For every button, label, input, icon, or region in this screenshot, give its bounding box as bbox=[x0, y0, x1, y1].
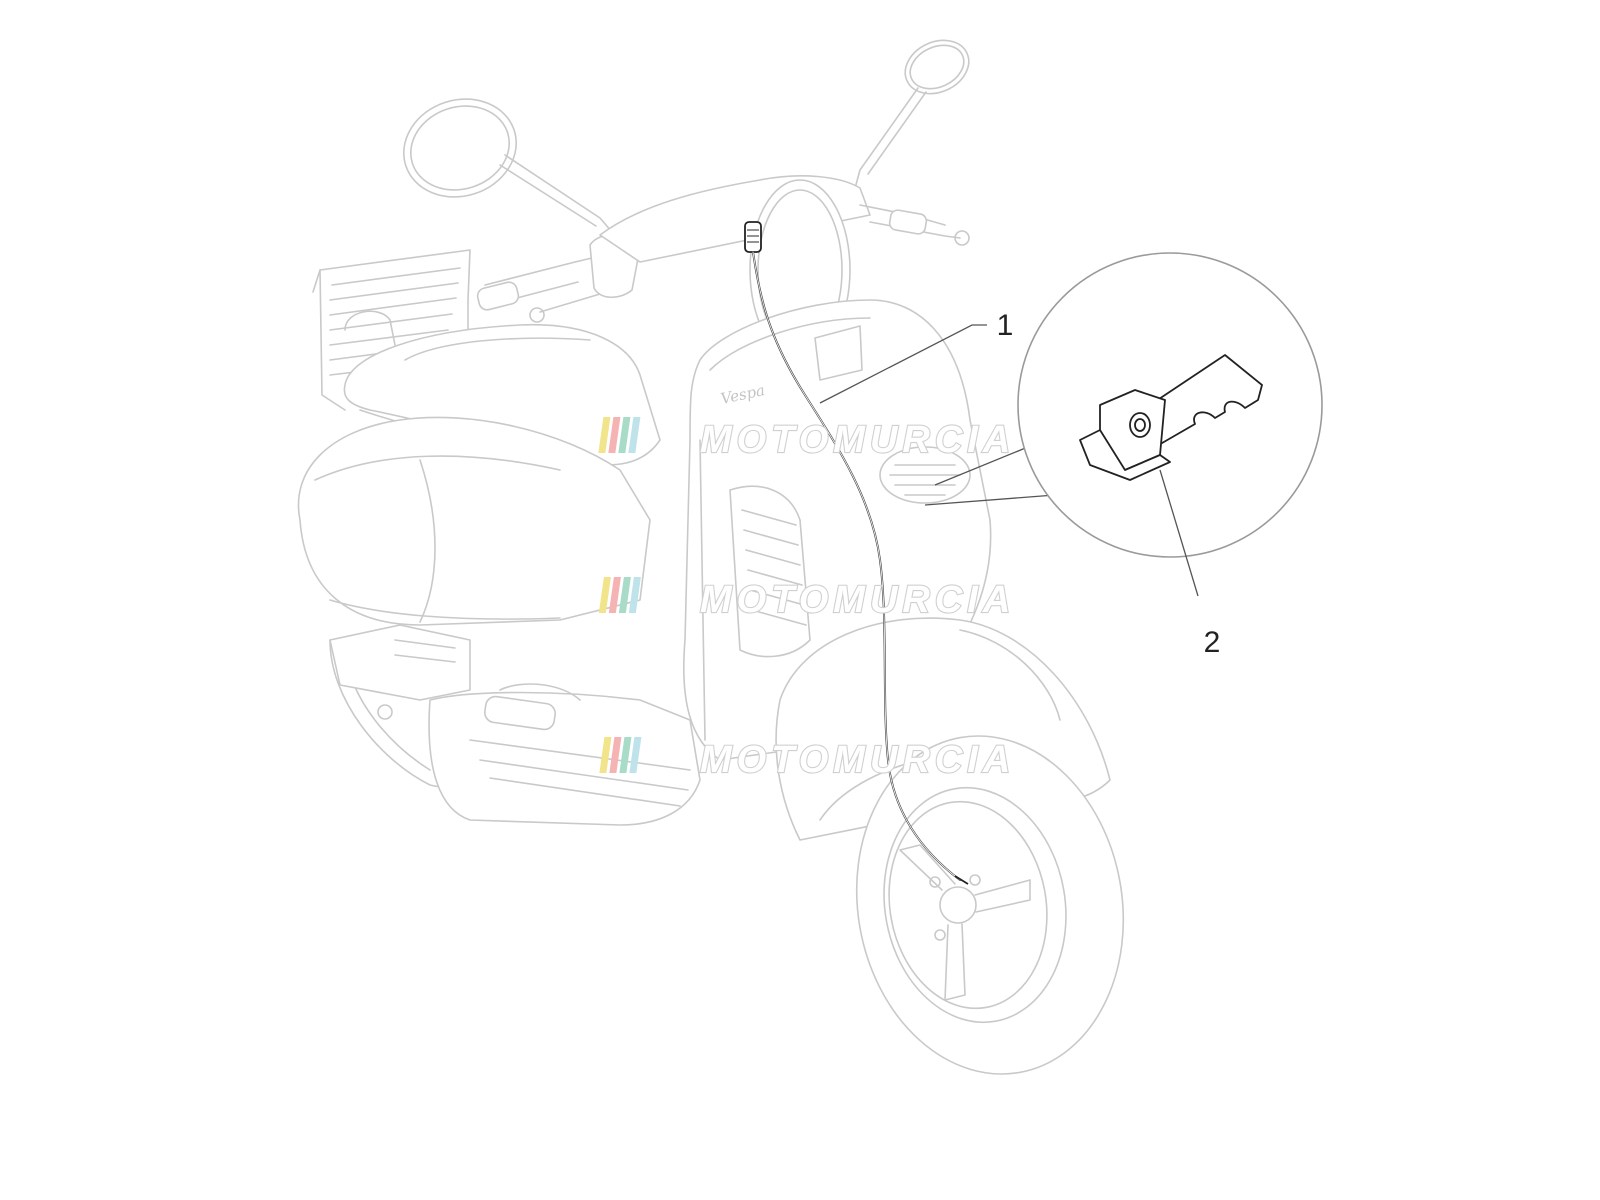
watermark-stripe bbox=[598, 577, 611, 613]
watermark-stripe bbox=[618, 577, 631, 613]
seat bbox=[343, 323, 661, 471]
watermark-stripes bbox=[598, 417, 641, 453]
part-1-cable[interactable] bbox=[744, 221, 969, 885]
watermark-stripes bbox=[599, 737, 642, 773]
watermark-stripe bbox=[599, 737, 612, 773]
watermark-1: MOTOMURCIA bbox=[598, 417, 1015, 462]
right-mirror bbox=[853, 39, 970, 193]
detail-magnifier bbox=[924, 252, 1323, 558]
watermark-text: MOTOMURCIA bbox=[700, 579, 1015, 621]
watermark-stripe bbox=[628, 417, 641, 453]
watermark-stripe bbox=[609, 737, 622, 773]
watermark-stripe bbox=[629, 737, 642, 773]
callout-1: 1 bbox=[819, 309, 1014, 404]
front-wheel bbox=[855, 735, 1125, 1075]
left-mirror bbox=[402, 98, 613, 233]
watermark-stripe bbox=[598, 417, 611, 453]
watermark-text: MOTOMURCIA bbox=[700, 739, 1015, 781]
watermark-text: MOTOMURCIA bbox=[700, 419, 1015, 461]
callout-2: 2 bbox=[1159, 469, 1221, 659]
watermark-stripe bbox=[608, 417, 621, 453]
scooter-outline: Vespa bbox=[297, 39, 1125, 1075]
rear-rack bbox=[312, 249, 471, 411]
watermark-stripe bbox=[628, 577, 641, 613]
watermark-stripes bbox=[598, 577, 641, 613]
rear-wheel bbox=[329, 624, 506, 788]
part-number-2: 2 bbox=[1204, 626, 1221, 659]
part-2-bracket[interactable] bbox=[1079, 354, 1263, 481]
part-number-1: 1 bbox=[997, 309, 1014, 342]
watermark-3: MOTOMURCIA bbox=[599, 737, 1015, 782]
watermark-stripe bbox=[618, 417, 631, 453]
watermark-2: MOTOMURCIA bbox=[598, 577, 1015, 622]
handlebar bbox=[476, 175, 970, 323]
floorboard bbox=[428, 683, 701, 826]
rear-body bbox=[297, 416, 651, 626]
watermark-stripe bbox=[619, 737, 632, 773]
watermark-stripe bbox=[608, 577, 621, 613]
